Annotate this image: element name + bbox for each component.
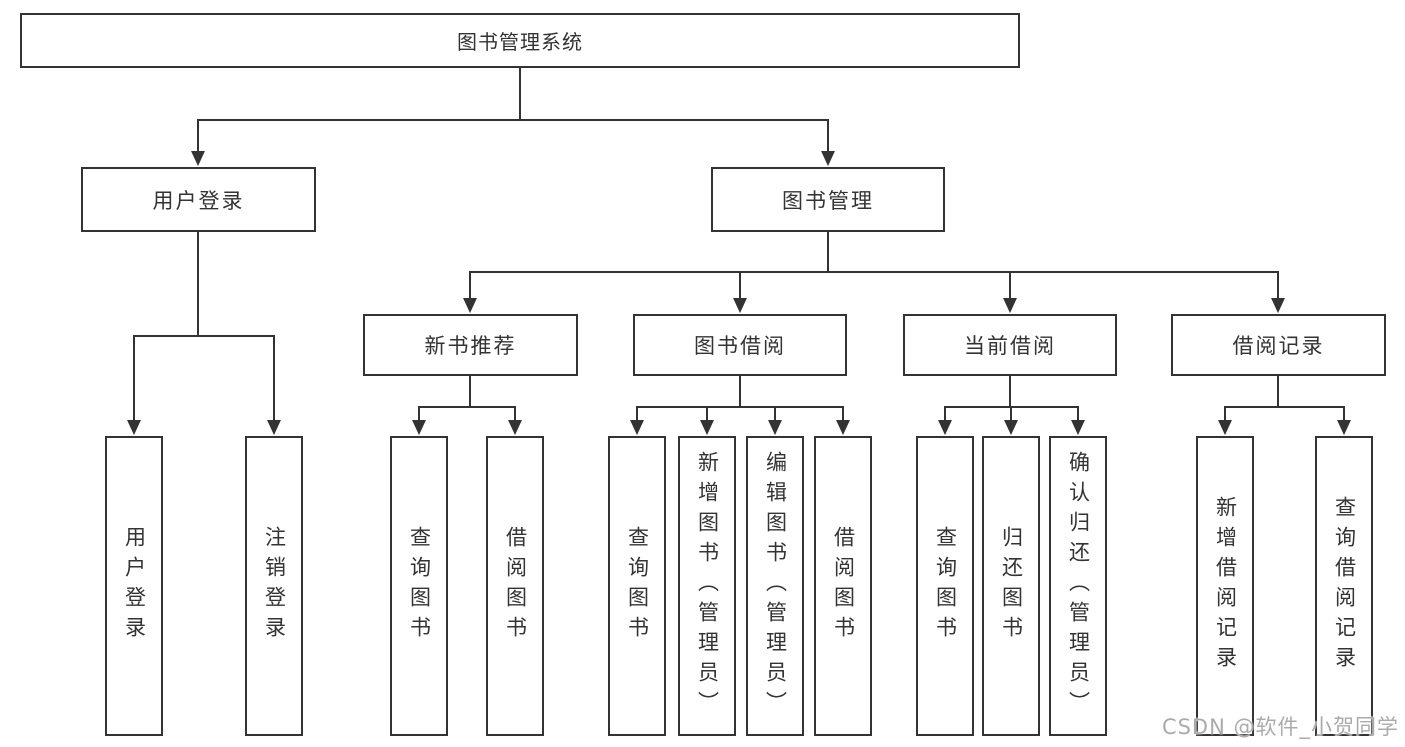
node-book-management: 图书管理 bbox=[711, 167, 945, 232]
leaf-add-book-admin-label: 新增图书（管理员） bbox=[695, 451, 720, 721]
node-user-login-label: 用户登录 bbox=[152, 188, 245, 213]
leaf-confirm-return-admin-label: 确认归还（管理员） bbox=[1066, 451, 1091, 721]
leaf-query-books-recommend: 查询图书 bbox=[390, 436, 448, 736]
node-root: 图书管理系统 bbox=[20, 13, 1020, 68]
leaf-borrow-books-borrow-label: 借阅图书 bbox=[831, 526, 856, 646]
leaf-add-book-admin: 新增图书（管理员） bbox=[678, 436, 736, 736]
node-book-management-label: 图书管理 bbox=[782, 188, 874, 213]
leaf-query-books-borrow-label: 查询图书 bbox=[625, 526, 650, 646]
leaf-user-login: 用户登录 bbox=[105, 436, 163, 736]
node-current-borrowing-label: 当前借阅 bbox=[964, 334, 1056, 358]
leaf-borrow-books-recommend: 借阅图书 bbox=[486, 436, 544, 736]
node-root-label: 图书管理系统 bbox=[457, 30, 583, 54]
leaf-edit-book-admin-label: 编辑图书（管理员） bbox=[763, 451, 788, 721]
node-current-borrowing: 当前借阅 bbox=[903, 314, 1117, 376]
leaf-edit-book-admin: 编辑图书（管理员） bbox=[746, 436, 804, 736]
leaf-add-borrow-record: 新增借阅记录 bbox=[1196, 436, 1254, 736]
node-user-login: 用户登录 bbox=[81, 167, 316, 232]
leaf-query-books-recommend-label: 查询图书 bbox=[407, 526, 432, 646]
node-book-borrowing-label: 图书借阅 bbox=[694, 334, 786, 358]
leaf-query-books-current: 查询图书 bbox=[916, 436, 974, 736]
node-borrowing-records: 借阅记录 bbox=[1171, 314, 1386, 376]
leaf-query-books-current-label: 查询图书 bbox=[933, 526, 958, 646]
leaf-logout: 注销登录 bbox=[245, 436, 303, 736]
leaf-return-books-label: 归还图书 bbox=[999, 526, 1024, 646]
node-new-book-recommendation-label: 新书推荐 bbox=[424, 334, 517, 358]
leaf-user-login-label: 用户登录 bbox=[122, 526, 147, 646]
leaf-borrow-books-borrow: 借阅图书 bbox=[814, 436, 872, 736]
leaf-return-books: 归还图书 bbox=[982, 436, 1040, 736]
leaf-query-borrow-record-label: 查询借阅记录 bbox=[1332, 496, 1357, 676]
node-book-borrowing: 图书借阅 bbox=[633, 314, 847, 376]
leaf-add-borrow-record-label: 新增借阅记录 bbox=[1213, 496, 1238, 676]
leaf-confirm-return-admin: 确认归还（管理员） bbox=[1049, 436, 1107, 736]
leaf-borrow-books-recommend-label: 借阅图书 bbox=[503, 526, 528, 646]
node-new-book-recommendation: 新书推荐 bbox=[363, 314, 578, 376]
node-borrowing-records-label: 借阅记录 bbox=[1232, 334, 1325, 358]
csdn-watermark: CSDN @软件_小贺同学 bbox=[1161, 715, 1399, 739]
leaf-query-borrow-record: 查询借阅记录 bbox=[1315, 436, 1373, 736]
leaf-logout-label: 注销登录 bbox=[262, 526, 287, 646]
leaf-query-books-borrow: 查询图书 bbox=[608, 436, 666, 736]
